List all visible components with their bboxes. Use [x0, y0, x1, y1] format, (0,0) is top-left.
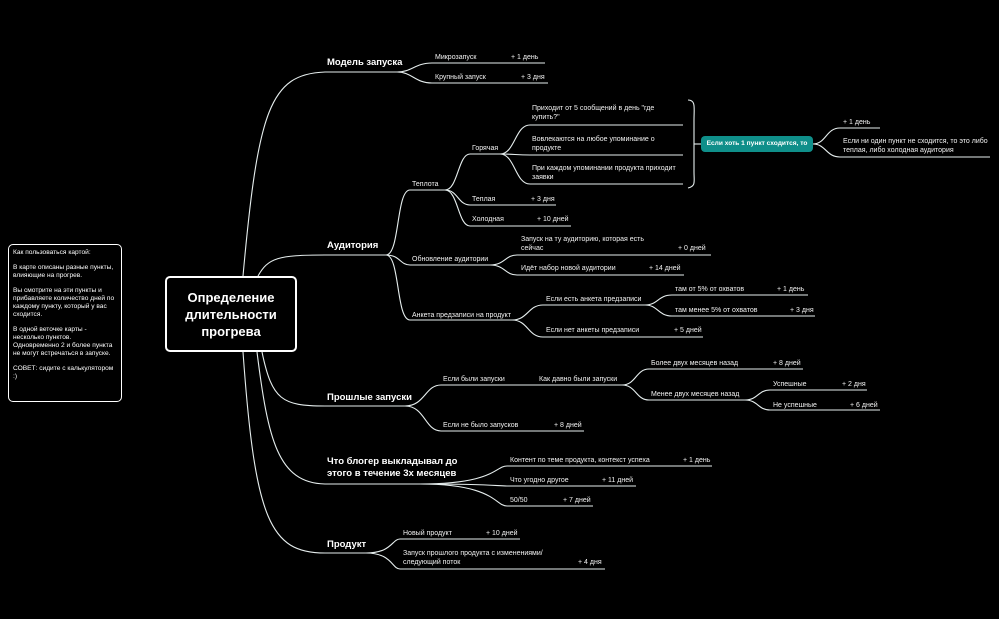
root-title: Определение длительности прогрева	[185, 289, 277, 339]
node-other-content[interactable]: Что угодно другое	[510, 477, 569, 484]
note-paragraph-1: В карте описаны разные пункты, влияющие …	[13, 264, 114, 279]
node-new-product[interactable]: Новый продукт	[403, 530, 452, 537]
node-same-audience[interactable]: Запуск на ту аудиторию, которая есть сей…	[521, 236, 644, 252]
pill-days: + 1 день	[843, 119, 871, 126]
node-were-launches[interactable]: Если были запуски	[443, 376, 505, 383]
other-content-days: + 11 дней	[602, 477, 633, 484]
node-no-survey[interactable]: Если нет анкеты предзаписи	[546, 327, 640, 334]
node-how-long[interactable]: Как давно были запуски	[539, 376, 618, 383]
branch-product[interactable]: Продукт	[327, 539, 367, 550]
fail-days: + 6 дней	[850, 402, 878, 409]
root-node[interactable]: Определение длительности прогрева	[165, 276, 297, 352]
node-half-half[interactable]: 50/50	[510, 497, 528, 504]
hot-item-2[interactable]: Вовлекаются на любое упоминание о продук…	[532, 136, 655, 152]
connector-blogger	[256, 351, 420, 485]
branch-audience[interactable]: Аудитория	[327, 240, 379, 251]
node-success[interactable]: Успешные	[773, 381, 807, 388]
connector-audience	[257, 254, 386, 277]
micro-days: + 1 день	[511, 54, 539, 61]
node-old-product[interactable]: Запуск прошлого продукта с изменениями/ …	[403, 550, 543, 566]
new-audience-days: + 14 дней	[649, 265, 681, 272]
node-from-5[interactable]: там от 5% от охватов	[675, 286, 745, 293]
hot-condition-pill[interactable]: Если хоть 1 пункт сходится, то	[701, 136, 813, 152]
branch-blogger-content[interactable]: Что блогер выкладывал до этого в течение…	[327, 456, 458, 479]
less-5-days: + 3 дня	[790, 307, 814, 314]
connector-past	[261, 351, 405, 407]
node-fail[interactable]: Не успешные	[773, 402, 817, 409]
branch-past-launches[interactable]: Прошлые запуски	[327, 392, 412, 403]
node-less-5[interactable]: там менее 5% от охватов	[675, 307, 758, 314]
hot-item-1[interactable]: Приходит от 5 сообщений в день "где купи…	[532, 105, 655, 121]
old-product-days: + 4 дня	[578, 559, 602, 566]
note-paragraph-3: В одной веточке карты - несколько пункто…	[13, 326, 113, 357]
large-days: + 3 дня	[521, 74, 545, 81]
more-two-months-days: + 8 дней	[773, 360, 801, 367]
node-topic-content[interactable]: Контент по теме продукта, контекст успех…	[510, 457, 650, 464]
node-has-survey[interactable]: Если есть анкета предзаписи	[546, 296, 642, 303]
note-paragraph-2: Вы смотрите на эти пункты и прибавляете …	[13, 287, 115, 318]
pill-else[interactable]: Если ни один пункт не сходится, то это л…	[843, 138, 988, 154]
node-new-audience[interactable]: Идёт набор новой аудитории	[521, 265, 616, 272]
success-days: + 2 дня	[842, 381, 866, 388]
node-large-launch[interactable]: Крупный запуск	[435, 74, 486, 81]
hot-item-3[interactable]: При каждом упоминании продукта приходит …	[532, 165, 676, 181]
instructions-note: Как пользоваться картой: В карте описаны…	[8, 244, 122, 402]
warm-days: + 3 дня	[531, 196, 555, 203]
node-no-launches[interactable]: Если не было запусков	[443, 422, 519, 429]
half-half-days: + 7 дней	[563, 497, 591, 504]
new-product-days: + 10 дней	[486, 530, 518, 537]
node-less-two-months[interactable]: Менее двух месяцев назад	[651, 391, 740, 398]
branch-launch-model[interactable]: Модель запуска	[327, 57, 403, 68]
node-micro-launch[interactable]: Микрозапуск	[435, 54, 477, 61]
cold-days: + 10 дней	[537, 216, 569, 223]
no-launches-days: + 8 дней	[554, 422, 582, 429]
node-warm[interactable]: Теплая	[472, 196, 496, 203]
node-warmth[interactable]: Теплота	[412, 181, 439, 188]
node-cold[interactable]: Холодная	[472, 216, 504, 223]
node-more-two-months[interactable]: Более двух месяцев назад	[651, 360, 739, 367]
node-hot[interactable]: Горячая	[472, 145, 499, 152]
from-5-days: + 1 день	[777, 286, 805, 293]
same-days: + 0 дней	[678, 245, 706, 252]
node-update-audience[interactable]: Обновление аудитории	[412, 256, 489, 263]
connector-launch-model	[242, 71, 397, 277]
no-survey-days: + 5 дней	[674, 327, 702, 334]
topic-content-days: + 1 день	[683, 457, 711, 464]
connector-product	[242, 351, 366, 554]
note-paragraph-4: СОВЕТ: сидите с калькулятором :)	[13, 365, 114, 380]
node-survey[interactable]: Анкета предзаписи на продукт	[412, 312, 512, 319]
note-title: Как пользоваться картой:	[13, 249, 91, 256]
